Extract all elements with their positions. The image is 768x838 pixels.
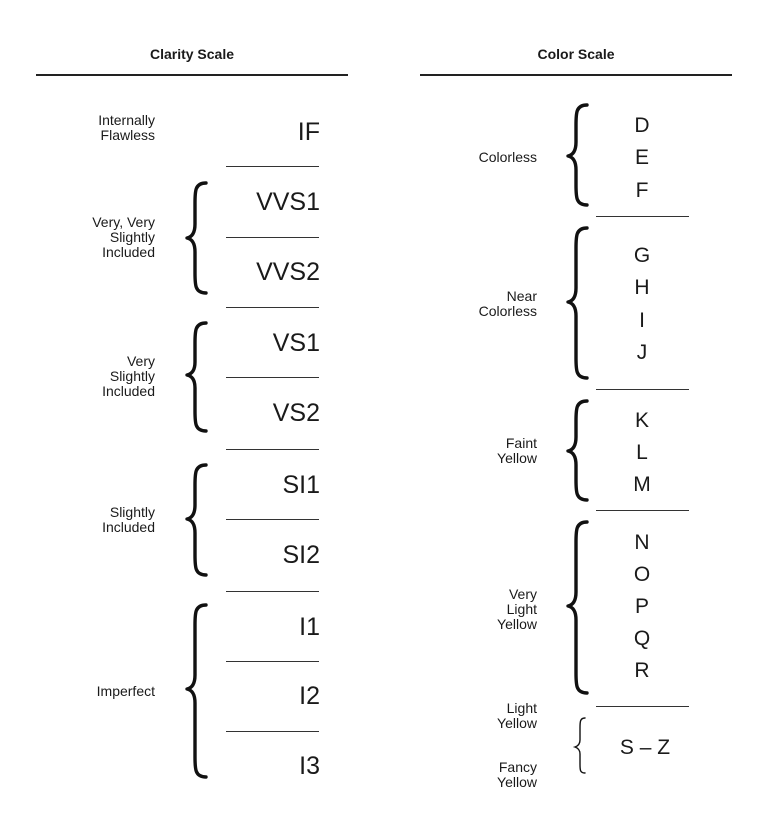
curly-brace-icon (566, 103, 589, 207)
clarity-divider (226, 307, 319, 308)
color-grade: E (634, 146, 649, 169)
clarity-divider (226, 731, 319, 732)
clarity-grade: I3 (299, 752, 320, 780)
clarity-grade: I1 (299, 613, 320, 641)
color-grade: R (634, 659, 650, 682)
clarity-divider (226, 519, 319, 520)
clarity-divider (226, 237, 319, 238)
curly-brace-icon (566, 399, 589, 502)
color-grade: H (634, 276, 650, 299)
curly-brace-icon (185, 463, 208, 577)
clarity-group-label: Imperfect (96, 683, 155, 699)
color-grade: N (634, 531, 650, 554)
color-grade: F (635, 179, 649, 202)
color-grade: D (634, 114, 650, 137)
clarity-divider (226, 166, 319, 167)
clarity-divider (226, 377, 319, 378)
color-divider (596, 389, 689, 390)
color-grade: O (633, 563, 651, 586)
color-grade: L (636, 441, 648, 464)
curly-brace-icon (185, 603, 208, 779)
curly-brace-icon (566, 520, 589, 695)
color-divider (596, 510, 689, 511)
color-grade: J (636, 341, 648, 364)
color-grade: K (634, 409, 649, 432)
color-scale-title: Color Scale (537, 46, 615, 62)
clarity-divider (226, 591, 319, 592)
color-grade: G (633, 244, 651, 267)
color-divider (596, 706, 689, 707)
curly-brace-icon (566, 226, 589, 380)
color-grade: M (633, 473, 651, 496)
curly-brace-icon (185, 181, 208, 295)
color-group-label: Colorless (478, 149, 537, 165)
clarity-grade: VVS2 (256, 258, 320, 286)
clarity-scale-title: Clarity Scale (149, 46, 235, 62)
color-title-rule (420, 74, 732, 76)
clarity-divider (226, 449, 319, 450)
clarity-grade: I2 (299, 682, 320, 710)
color-grade: S – Z (619, 736, 671, 759)
clarity-grade: VS2 (272, 399, 320, 427)
clarity-grade: IF (297, 118, 320, 146)
clarity-grade: VVS1 (256, 188, 320, 216)
color-grade: I (639, 309, 645, 332)
clarity-grade: SI2 (282, 541, 320, 569)
curly-brace-icon (572, 717, 586, 774)
curly-brace-icon (185, 321, 208, 433)
clarity-grade: SI1 (282, 471, 320, 499)
clarity-divider (226, 661, 319, 662)
clarity-grade: VS1 (272, 329, 320, 357)
color-divider (596, 216, 689, 217)
color-grade: P (634, 595, 649, 618)
clarity-title-rule (36, 74, 348, 76)
color-grade: Q (633, 627, 651, 650)
